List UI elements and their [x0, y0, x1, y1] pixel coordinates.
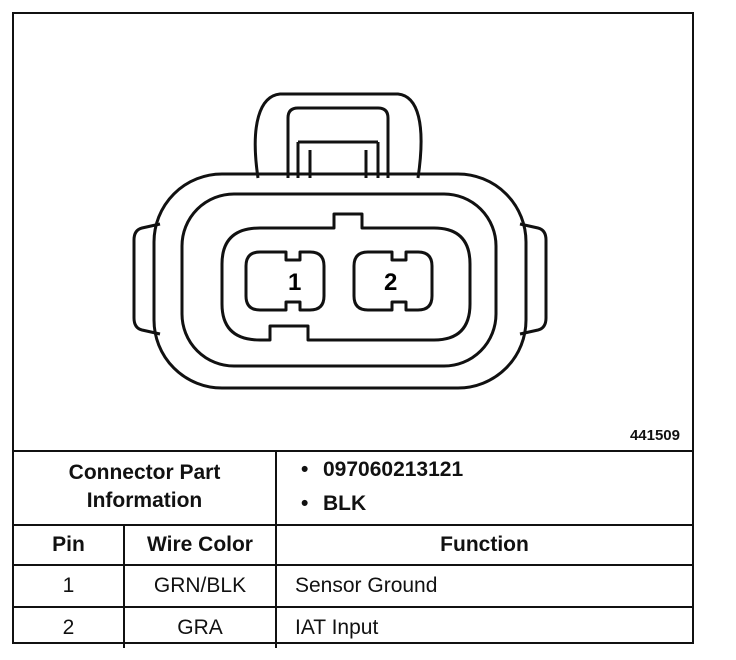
pin-2-cavity: [352, 250, 434, 312]
pin-cell: 2: [14, 606, 125, 648]
pin-cell: 1: [14, 564, 125, 608]
figure-id: 441509: [629, 427, 680, 444]
table-row: 2 GRA IAT Input: [14, 606, 692, 648]
connector-diagram: 1 2 441509: [14, 14, 692, 452]
right-ear: [519, 222, 548, 336]
table-header-row: Pin Wire Color Function: [14, 524, 692, 566]
header-function: Function: [275, 524, 692, 566]
function-cell: IAT Input: [275, 606, 692, 648]
connector-face-drawing: [132, 92, 548, 390]
table-row: 1 GRN/BLK Sensor Ground: [14, 564, 692, 608]
connector-table: Connector Part Information •097060213121…: [14, 450, 692, 648]
connector-sheet: 1 2 441509 Connector Part Information •0…: [12, 12, 694, 648]
wire-color-cell: GRN/BLK: [123, 564, 277, 608]
connector-info-label-text: Connector Part Information: [68, 461, 221, 512]
header-pin: Pin: [14, 524, 125, 566]
housing-outer: [152, 172, 528, 390]
connector-info-values: •097060213121 •BLK: [275, 450, 692, 526]
header-wire-color: Wire Color: [123, 524, 277, 566]
wire-color-cell: GRA: [123, 606, 277, 648]
housing-middle: [180, 192, 498, 368]
connector-info-row: Connector Part Information •097060213121…: [14, 450, 692, 526]
connector-info-label: Connector Part Information: [14, 450, 277, 526]
part-number: •097060213121: [301, 458, 464, 481]
latch-inner: [286, 106, 390, 178]
pin-1-cavity: [244, 250, 326, 312]
part-number-value: 097060213121: [323, 458, 464, 481]
latch-outer: [253, 92, 423, 179]
function-cell: Sensor Ground: [275, 564, 692, 608]
connector-color-value: BLK: [323, 492, 367, 515]
housing-inner: [220, 212, 472, 342]
left-ear: [132, 222, 161, 336]
connector-color: •BLK: [301, 492, 367, 515]
